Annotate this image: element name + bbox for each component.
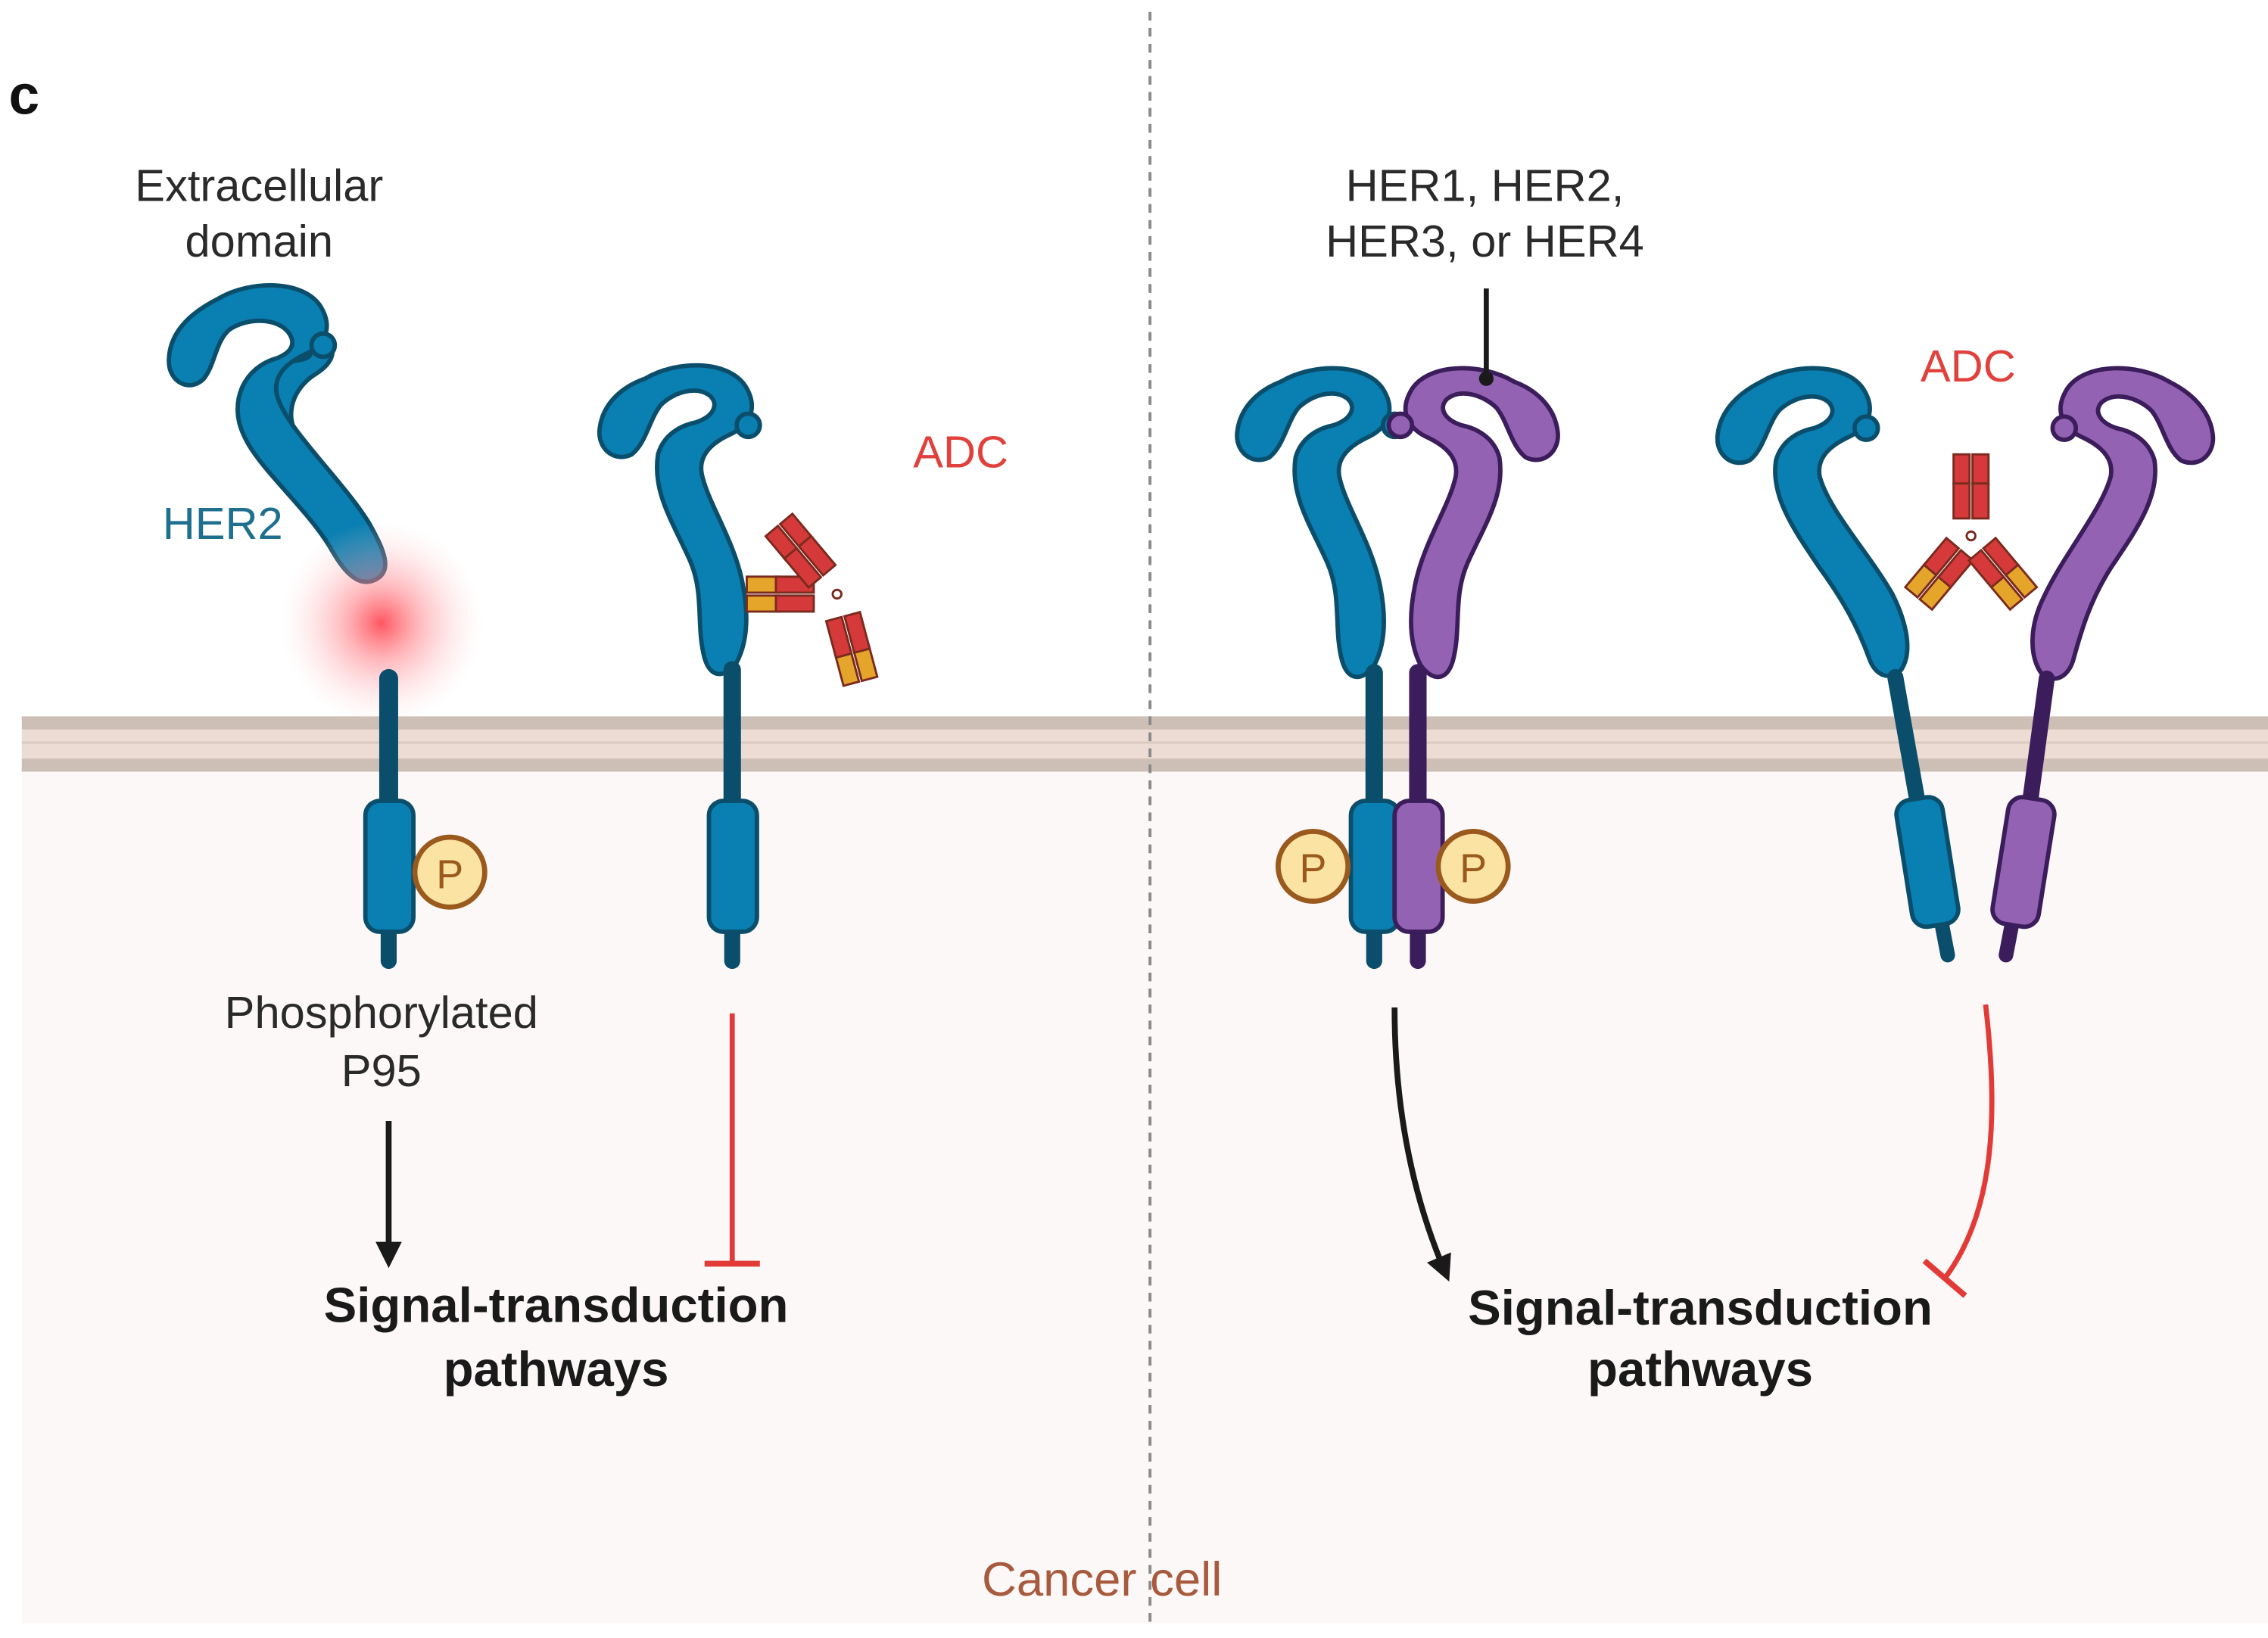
inhibition-marker-left	[704, 1013, 760, 1267]
cell-membrane	[21, 716, 2268, 772]
phosphate-badge-right-dimer: P	[1435, 828, 1511, 905]
panel-label: c	[9, 64, 40, 126]
signal-transduction-right: Signal-transduction	[1468, 1280, 1933, 1335]
phosphate-badge: P	[412, 834, 488, 910]
activation-arrow-right	[1391, 1007, 1451, 1282]
svg-text:P: P	[1300, 846, 1327, 892]
her-family-label-2: HER3, or HER4	[1326, 216, 1644, 266]
her2-label: HER2	[163, 498, 283, 549]
adc-antibody-left	[746, 512, 879, 687]
her-partner-heterodimer-purple	[1386, 366, 1560, 970]
extracellular-label: Extracellular	[135, 160, 383, 211]
pathways-right: pathways	[1587, 1341, 1813, 1397]
pathways-left: pathways	[444, 1341, 669, 1397]
her-family-pointer-dot	[1478, 371, 1494, 386]
adc-label-right: ADC	[1921, 341, 2016, 391]
her-family-label: HER1, HER2,	[1346, 160, 1625, 211]
cleavage-glow	[279, 521, 484, 725]
signal-transduction-left: Signal-transduction	[324, 1277, 789, 1332]
her2-ecd-hook	[167, 282, 388, 584]
extracellular-label-2: domain	[185, 216, 334, 266]
adc-label-left: ADC	[913, 427, 1008, 478]
phosphorylated-label: Phosphorylated	[225, 987, 538, 1038]
p95-label: P95	[341, 1045, 422, 1096]
her-partner-separated	[1990, 366, 2216, 963]
adc-antibody-right	[1903, 453, 2039, 612]
cancer-cell-label: Cancer cell	[982, 1553, 1222, 1606]
her2-heterodimer-blue	[1235, 366, 1409, 970]
her2-receptor-separated	[1715, 366, 1961, 963]
svg-text:P: P	[1460, 846, 1487, 892]
svg-text:P: P	[436, 852, 463, 897]
inhibition-marker-right	[1922, 1004, 1995, 1298]
her2-receptor-with-adc	[597, 363, 762, 970]
phosphate-badge-left-dimer: P	[1276, 828, 1351, 905]
